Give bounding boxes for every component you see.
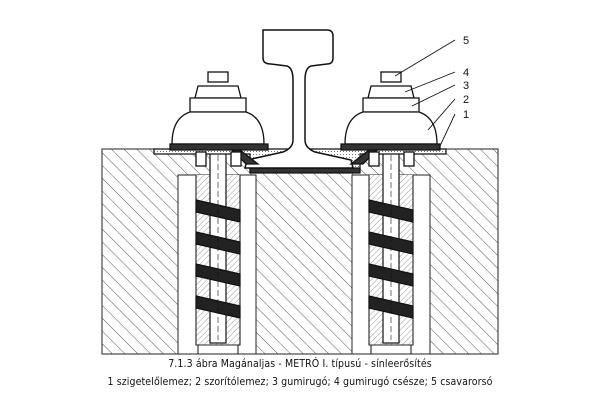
rail (244, 29, 354, 169)
figure-caption-legend: 1 szigetelőlemez; 2 szorítólemez; 3 gumi… (107, 376, 493, 388)
callout-5: 5 (463, 35, 469, 47)
callout-2: 2 (463, 94, 469, 106)
clamp-left (169, 71, 269, 167)
callout-3: 3 (463, 80, 469, 92)
figure-caption-title: 7.1.3 ábra Magánaljas - METRÓ I. típusú … (168, 358, 432, 370)
callout-4: 4 (463, 67, 469, 79)
clamp-right (340, 71, 441, 167)
concrete-base (101, 148, 499, 355)
screw-left (195, 107, 241, 344)
callout-1: 1 (463, 109, 469, 121)
callout-leaders (394, 39, 456, 147)
